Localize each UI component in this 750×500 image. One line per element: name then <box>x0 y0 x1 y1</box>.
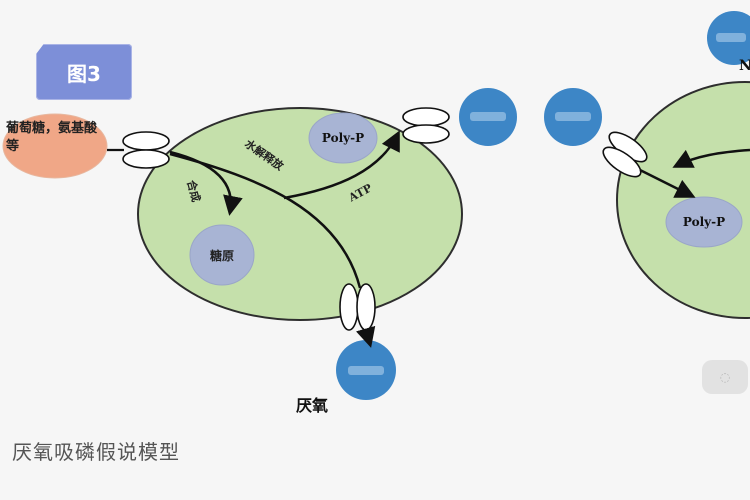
substrate-label: 葡萄糖，氨基酸等 <box>6 121 98 154</box>
blue-node-top-corner-smudge <box>716 33 746 42</box>
poly-p-node-left <box>308 112 378 164</box>
figure-tag: 图3 <box>36 44 132 100</box>
arrow-icon <box>283 130 400 200</box>
synthesis-label: 合成 <box>184 179 203 204</box>
glycogen-node <box>189 224 255 286</box>
poly-p-label-right: Poly-P <box>683 215 725 229</box>
corner-letter-label: N <box>739 58 750 74</box>
blue-node-bottom-smudge <box>348 366 384 375</box>
glycogen-label: 糖原 <box>210 248 234 263</box>
substrate-node <box>2 113 108 179</box>
blue-node-top-right-smudge <box>470 112 506 121</box>
arrow-icon <box>169 150 243 216</box>
poly-p-node-right <box>665 196 743 248</box>
right-cell <box>616 81 750 319</box>
transporter-icon <box>602 131 648 178</box>
arrow-icon <box>169 152 362 289</box>
transporter-icon <box>122 131 170 169</box>
figure-caption: 厌氧吸磷假说模型 <box>12 440 180 464</box>
anaerobic-label: 厌氧 <box>296 396 329 415</box>
poly-p-label-left: Poly-P <box>322 131 364 145</box>
transporter-icon <box>339 283 376 331</box>
watermark-icon: ◌ <box>702 360 748 394</box>
arrow-icon <box>355 325 376 348</box>
arrow-icon <box>672 148 750 168</box>
arrow-icon <box>639 168 696 198</box>
transporter-icon <box>402 107 450 144</box>
blue-node-left-of-right-cell-smudge <box>555 112 591 121</box>
